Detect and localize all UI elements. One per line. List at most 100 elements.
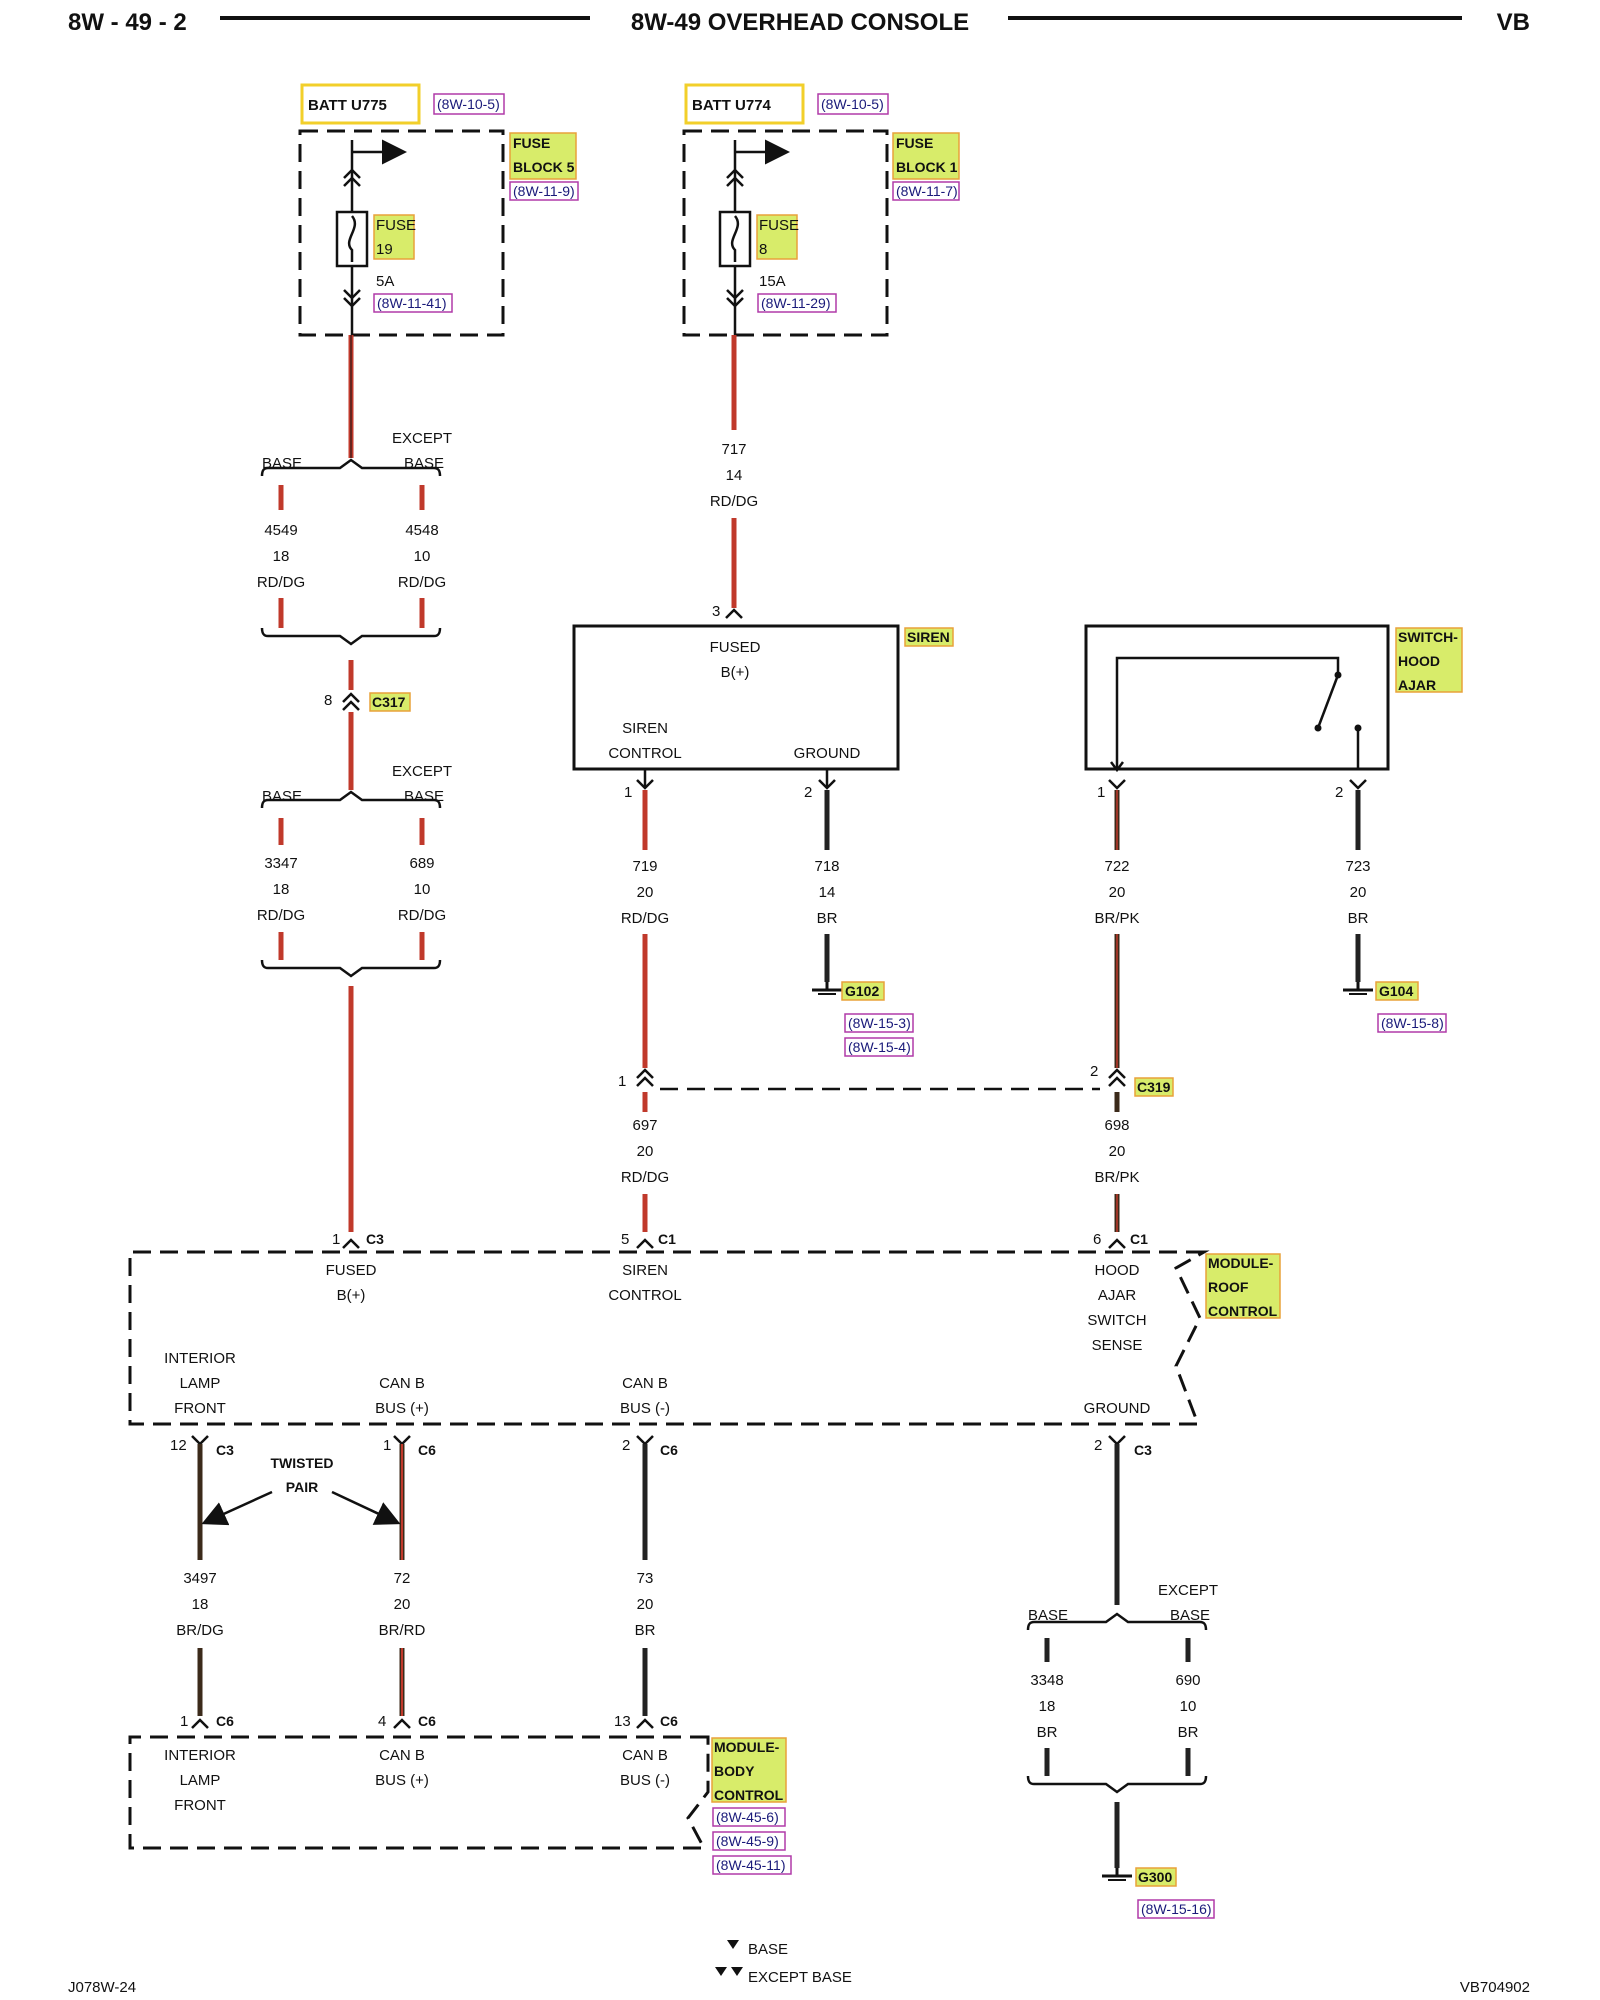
wire-3347-gauge: 18 <box>273 881 290 898</box>
c319-label: C319 <box>1137 1079 1171 1095</box>
fuse-8-ref-box <box>757 293 837 313</box>
wire-4549-color: RD/DG <box>257 574 305 591</box>
batt-u775-ref-box <box>433 93 505 115</box>
wire-717-color: RD/DG <box>710 493 758 510</box>
c1-pin6-connector-icon <box>1108 1238 1126 1249</box>
c3-connector-icon <box>342 1238 360 1249</box>
siren-control-1: SIREN <box>622 720 668 737</box>
fuse-block-1-ref: (8W-11-7) <box>896 183 958 199</box>
fuse-19-ref: (8W-11-41) <box>377 295 447 311</box>
fuse-block-5-outline <box>298 129 505 337</box>
c3-pin2-connector-icon <box>1108 1435 1126 1446</box>
wire-723-gauge: 20 <box>1350 884 1367 901</box>
batt-u774-box <box>684 83 805 125</box>
fuse-block-5-label-1: FUSE <box>513 135 550 151</box>
ground-icon <box>1343 982 1373 995</box>
switch-label-2: HOOD <box>1398 653 1440 669</box>
c1-pin-5: 5 <box>621 1231 629 1248</box>
c319-connector: 1 2 C319 <box>618 1063 1174 1097</box>
c317-tag <box>369 692 411 712</box>
c319-pin1-icon <box>636 1068 654 1087</box>
c1-pin5-connector-icon <box>636 1238 654 1249</box>
module-body-control: MODULE- BODY CONTROL (8W-45-6) (8W-45-9)… <box>128 1713 792 1875</box>
bcm-canm-2: BUS (-) <box>620 1772 670 1789</box>
roof-inputs: 697 20 RD/DG 698 20 BR/PK <box>621 1092 1140 1249</box>
fuse-19-label-1: FUSE <box>376 217 416 234</box>
siren-pin-1: 1 <box>624 784 632 801</box>
siren-pin3-connector-icon <box>725 608 743 619</box>
g102-ref2-box <box>844 1037 914 1057</box>
fuse-19-label-2: 19 <box>376 241 393 258</box>
siren-fused-2: B(+) <box>721 664 750 681</box>
legend-base: BASE <box>748 1941 788 1958</box>
g102-ref-2: (8W-15-4) <box>848 1039 911 1055</box>
g102-ref1-box <box>844 1013 914 1033</box>
fuse-block-5-tag <box>509 132 577 180</box>
bcm-pin1-connector-icon <box>191 1718 209 1729</box>
bcm-interior-3: FRONT <box>174 1797 226 1814</box>
wire-689-gauge: 10 <box>414 881 431 898</box>
roof-module-tag <box>1205 1253 1281 1319</box>
c319-tag <box>1134 1077 1174 1097</box>
wire-697-color: RD/DG <box>621 1169 669 1186</box>
bcm-pin-1: 1 <box>180 1713 188 1730</box>
wire-72-color: BR/RD <box>379 1622 426 1639</box>
model-code: VB <box>1497 9 1530 36</box>
g104-tag <box>1375 981 1419 1001</box>
c3-pin-12: 12 <box>170 1437 187 1454</box>
wire-690-color: BR <box>1178 1724 1199 1741</box>
c1-pin-6: 6 <box>1093 1231 1101 1248</box>
roof-interior-1: INTERIOR <box>164 1350 236 1367</box>
fuse-19-element-icon <box>347 215 357 262</box>
splice-bracket-top <box>260 458 442 477</box>
g104-label: G104 <box>1379 983 1413 999</box>
c3-label-ground: C3 <box>1134 1442 1152 1458</box>
switch-pin2-connector-icon <box>1349 779 1367 790</box>
siren-pin-2: 2 <box>804 784 812 801</box>
roof-outputs: 12 C3 1 C6 2 C6 2 C3 TWISTED PAIR 3497 1… <box>170 1435 1152 1729</box>
wire-722-gauge: 20 <box>1109 884 1126 901</box>
twisted-pair-arrow-right-icon <box>331 1490 401 1525</box>
wire-3497-circuit: 3497 <box>183 1570 216 1587</box>
wire-690-circuit: 690 <box>1175 1672 1200 1689</box>
switch-arrow-icon <box>1110 761 1124 773</box>
bcm-canp-1: CAN B <box>379 1747 425 1764</box>
switch-pin-1: 1 <box>1097 784 1105 801</box>
wire-722-circuit: 722 <box>1104 858 1129 875</box>
c3-label-bottom: C3 <box>216 1442 234 1458</box>
roof-module-label-1: MODULE- <box>1208 1255 1274 1271</box>
header: 8W - 49 - 2 8W-49 OVERHEAD CONSOLE VB <box>68 9 1530 36</box>
batt-u774-ref: (8W-10-5) <box>821 96 884 112</box>
wire-73-circuit: 73 <box>637 1570 654 1587</box>
wire-72-gauge: 20 <box>394 1596 411 1613</box>
c317-pin: 8 <box>324 692 332 709</box>
fuse-19-lower-connector-icon <box>343 289 361 308</box>
module-roof-control: MODULE- ROOF CONTROL 1 C3 5 C1 6 C1 FUSE… <box>128 1231 1281 1426</box>
wire-698-circuit: 698 <box>1104 1117 1129 1134</box>
wire-722-color: BR/PK <box>1094 910 1139 927</box>
body-module-ref3-box <box>712 1855 792 1875</box>
wire-690-gauge: 10 <box>1180 1698 1197 1715</box>
bcm-interior-1: INTERIOR <box>164 1747 236 1764</box>
roof-canm-2: BUS (-) <box>620 1400 670 1417</box>
wire-72-circuit: 72 <box>394 1570 411 1587</box>
roof-hood-3: SWITCH <box>1087 1312 1146 1329</box>
roof-interior-3: FRONT <box>174 1400 226 1417</box>
bcm-interior-2: LAMP <box>180 1772 221 1789</box>
fuse-19-tag <box>373 214 415 260</box>
fuse-8-lower-connector-icon <box>726 289 744 308</box>
bcm-pin13-connector-icon <box>636 1718 654 1729</box>
except-base-legend-icon <box>715 1967 743 1976</box>
g300-ref-box <box>1137 1899 1215 1919</box>
twisted-pair-label-1: TWISTED <box>271 1455 334 1471</box>
wire-717-gauge: 14 <box>726 467 743 484</box>
g300-ref: (8W-15-16) <box>1141 1901 1212 1917</box>
wire-718-gauge: 14 <box>819 884 836 901</box>
fuse-block-1-ref-box <box>892 181 960 201</box>
body-module-label-2: BODY <box>714 1763 755 1779</box>
bcm-c6-label-b: C6 <box>418 1713 436 1729</box>
fuse-8-element-icon <box>730 215 740 262</box>
twisted-pair-arrow-left-icon <box>201 1490 273 1526</box>
wire-3497-color: BR/DG <box>176 1622 224 1639</box>
fuse-8-label-2: 8 <box>759 241 767 258</box>
